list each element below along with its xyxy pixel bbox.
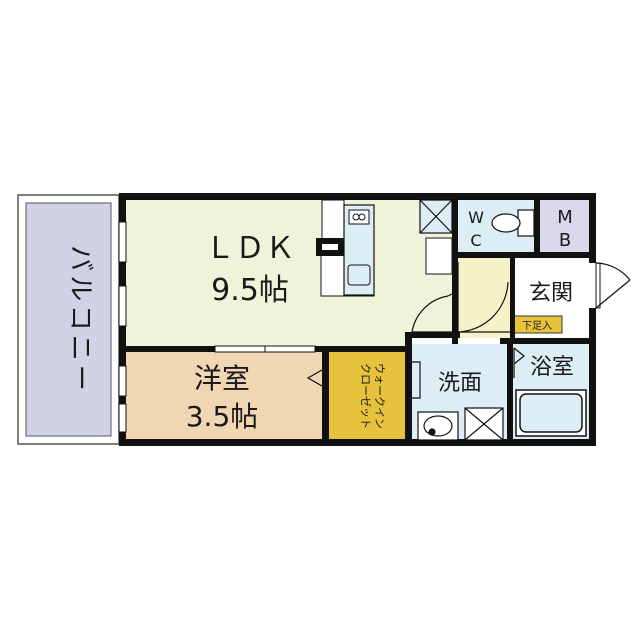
ldk-nook: [425, 237, 453, 275]
balcony-label: バルコニー: [65, 245, 95, 394]
western-size: 3.5帖: [186, 400, 259, 433]
entrance-hall-floor: [456, 258, 512, 338]
door-swing-hall: [457, 281, 510, 333]
wc-label-1: W: [468, 208, 484, 227]
washroom-door: [412, 361, 421, 399]
washroom-name: 洗面: [438, 371, 482, 396]
ldk-name: ＬＤＫ: [205, 231, 295, 266]
front-door: [595, 262, 631, 309]
toilet: [491, 209, 535, 237]
sliding-door: [214, 345, 316, 353]
bathtub: [515, 389, 587, 437]
kitchen-counter: [316, 199, 375, 297]
closet-label-2: クローゼット: [359, 363, 372, 429]
mb-floor: [540, 199, 590, 253]
mb-label-1: M: [557, 207, 573, 228]
balcony-floor: [25, 202, 112, 437]
bathroom-name: 浴室: [530, 355, 574, 380]
entrance-name: 玄関: [529, 281, 573, 306]
washing-machine: [464, 407, 504, 441]
washbasin: [417, 411, 459, 441]
western-name: 洋室: [194, 362, 250, 395]
door-swing-ldk: [411, 295, 456, 333]
closet-floor: [329, 352, 406, 440]
western-floor: [124, 352, 324, 440]
entrance-floor: [512, 258, 590, 316]
western-door-marker: [306, 369, 323, 387]
shoe-box-label: 下足入: [522, 320, 552, 332]
windows: [118, 221, 127, 433]
ldk-size: 9.5帖: [211, 273, 289, 308]
bathroom-door: [513, 347, 525, 378]
storage-box-top: [419, 199, 453, 234]
mb-label-2: B: [559, 230, 571, 251]
closet-label-1: ウォークイン: [373, 363, 386, 429]
wc-label-2: C: [470, 231, 481, 250]
